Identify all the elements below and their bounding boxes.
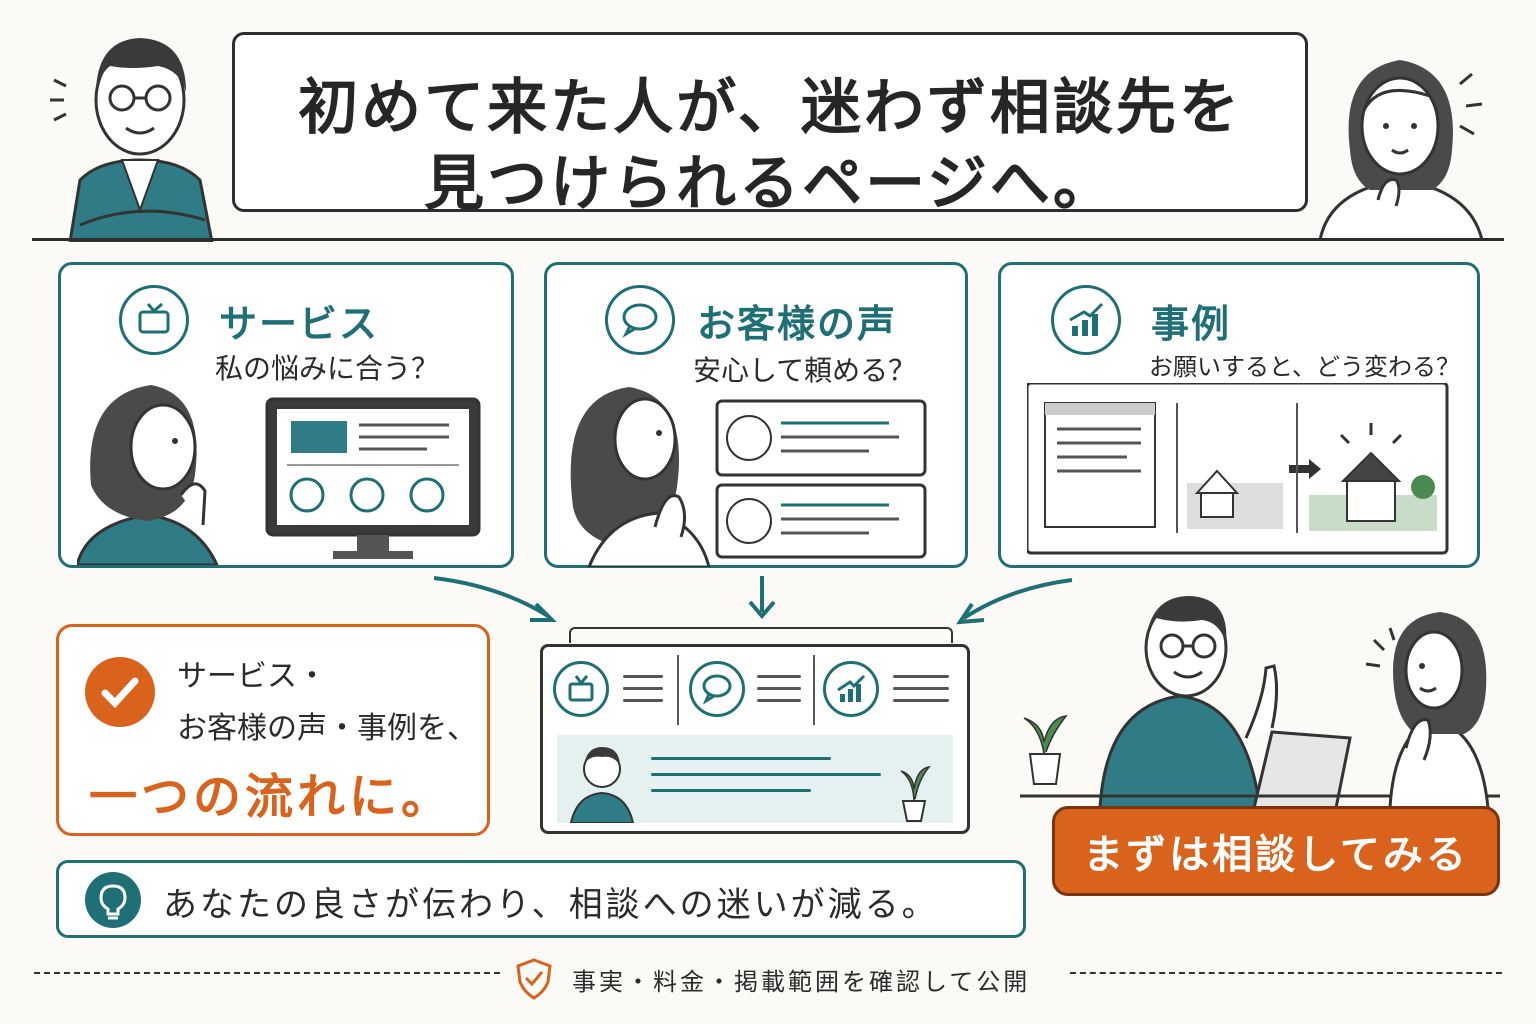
summary-emphasis: 一つの流れに。 [89,769,454,825]
card-testimonials-subtitle: 安心して頼める？ [693,354,917,387]
consultant-avatar [569,747,635,823]
benefit-box: あなたの良さが伝わり、相談への迷いが減る。 [56,860,1026,938]
speech-bubble-icon [605,285,675,355]
card-testimonials: お客様の声 安心して頼める？ [544,262,968,568]
woman-reading-reviews-illustration [570,387,927,567]
shield-check-icon [516,958,552,1000]
flow-arrows [433,576,1073,625]
tv-icon [119,285,189,355]
headline-line-1: 初めて来た人が、迷わず相談先を [298,73,1242,143]
woman-illustration-top-right [1318,60,1484,240]
chart-icon [823,661,879,717]
card-testimonials-title: お客様の声 [697,302,898,346]
card-services-subtitle: 私の悩みに合う？ [215,352,440,385]
check-icon [85,657,155,727]
card-case-studies-title: 事例 [1151,302,1232,346]
speech-bubble-icon [689,661,745,717]
consultation-scene-illustration [1020,596,1500,808]
before-after-house-illustration [1027,383,1449,555]
summary-line-1: サービス・ [177,659,327,694]
chart-icon [1051,285,1121,355]
man-illustration-top-left [50,38,214,242]
footer-dash-left [34,972,500,974]
merged-page-mockup [540,627,970,834]
card-case-studies-subtitle: お願いすると、どう変わる？ [1149,353,1461,381]
benefit-text: あなたの良さが伝わり、相談への迷いが減る。 [163,885,939,925]
woman-viewing-monitor-illustration [77,385,481,565]
footer-dash-right [1070,972,1502,974]
tv-icon [553,661,609,717]
consult-cta-button[interactable]: まずは相談してみる [1052,806,1500,896]
lightbulb-icon [85,872,141,928]
plant-icon [900,765,931,822]
card-services: サービス 私の悩みに合う？ [58,262,514,568]
summary-line-2: お客様の声・事例を、 [177,711,477,746]
card-services-title: サービス [219,302,380,346]
card-case-studies: 事例 お願いすると、どう変わる？ [998,262,1480,568]
summary-box: サービス・ お客様の声・事例を、 一つの流れに。 [56,624,490,836]
headline-line-2: 見つけられるページへ。 [424,149,1116,219]
headline-box: 初めて来た人が、迷わず相談先を 見つけられるページへ。 [232,32,1308,219]
footer-note: 事実・料金・掲載範囲を確認して公開 [572,968,1031,996]
header-divider [32,238,1504,241]
